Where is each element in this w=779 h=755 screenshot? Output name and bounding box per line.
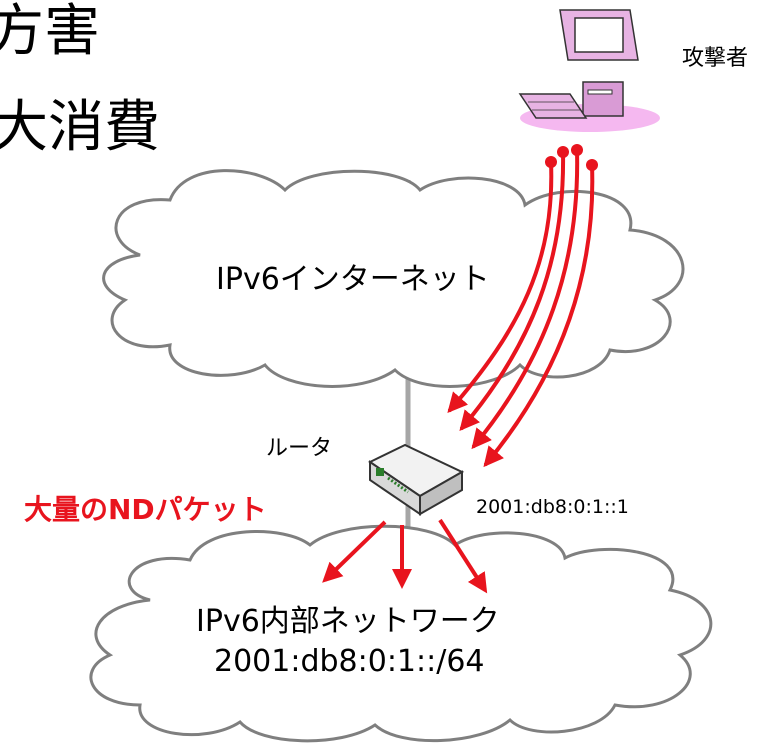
attacker-label: 攻撃者	[682, 46, 749, 71]
internal-prefix: 2001:db8:0:1::/64	[214, 644, 485, 679]
internal-cloud-label: IPv6内部ネットワーク	[196, 604, 500, 639]
nd-packet-arrows	[322, 518, 488, 594]
slide-title-line-2: 大消費	[0, 95, 160, 160]
attack-origin-dot	[586, 159, 598, 171]
attack-stream-1	[447, 160, 554, 414]
slide-title-line-1: 方害	[0, 0, 100, 64]
router-icon	[368, 443, 465, 516]
attack-origin-dot	[557, 146, 569, 158]
nd-arrow-right	[438, 518, 488, 594]
router-address: 2001:db8:0:1::1	[476, 496, 629, 518]
attack-stream-2	[459, 150, 566, 432]
nd-packets-annotation: 大量のNDパケット	[24, 493, 267, 526]
attack-origin-dot	[545, 156, 557, 168]
nd-arrow-left	[322, 520, 387, 583]
attack-stream-4	[483, 163, 595, 468]
router-label: ルータ	[266, 436, 333, 461]
attack-traffic	[447, 144, 598, 468]
internet-cloud-label: IPv6インターネット	[216, 262, 490, 297]
internal-cloud	[89, 524, 713, 743]
attack-origin-dot	[571, 144, 583, 156]
attack-stream-3	[471, 148, 580, 450]
internet-cloud	[102, 169, 685, 388]
attacker-pc-icon	[518, 9, 660, 132]
